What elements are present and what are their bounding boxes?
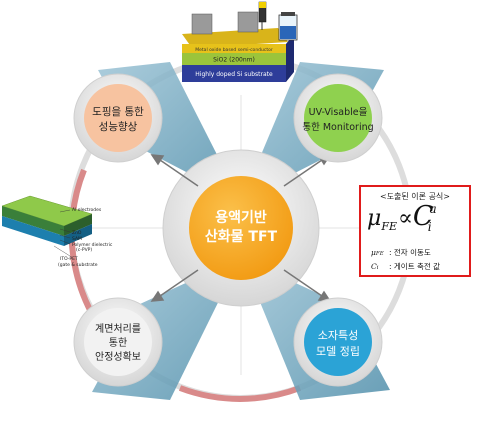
device-label-gate: (gate & substrate (58, 262, 98, 268)
formula-def-mu: μFE : 전자 이동도 (371, 247, 431, 258)
node-model: 소자특성 모델 정립 (293, 297, 383, 387)
center-label-line1: 용액기반 (215, 209, 267, 226)
def-c-text: : 게이트 축전 값 (389, 262, 441, 271)
formula-c: C (412, 201, 434, 232)
formula-c-sub: i (427, 220, 432, 234)
def-mu-symbol: μ (371, 248, 376, 257)
formula-c-sup: a (429, 202, 437, 216)
center-node (189, 176, 293, 280)
device-label-al: Al electrodes (72, 207, 102, 213)
node-doping: 도핑을 통한 성능향상 (73, 73, 163, 163)
node-interface-line2: 통한 (109, 337, 127, 349)
layer-stack-illustration: Metal oxide based semi-conductor SiO2 (2… (182, 1, 298, 82)
arrow-bl-head (150, 290, 165, 302)
device-label-ito: ITO-PET (60, 256, 78, 262)
node-doping-line1: 도핑을 통한 (92, 106, 144, 118)
node-doping-line2: 성능향상 (99, 121, 138, 133)
red-arc-bottom (178, 385, 302, 402)
node-interface: 계면처리를 통한 안정성확보 (73, 297, 163, 387)
node-interface-line1: 계면처리를 (95, 323, 141, 335)
arrow-br (283, 269, 323, 297)
formula-title: <도출된 이론 공식> (379, 192, 450, 201)
layer-2-label: SiO2 (200nm) (213, 57, 255, 64)
formula-mu-sub: FE (381, 220, 397, 233)
layer-3-label: Highly doped Si substrate (195, 71, 273, 78)
device-schematic: Al electrodes ZnO SAM Polymer dielectric… (1, 195, 113, 268)
device-label-sam: SAM (72, 236, 82, 242)
formula-box: <도출된 이론 공식> μFE∝Cai μFE: 전자 이동도 Ci: 게이트 … (359, 185, 471, 277)
layer-1-label: Metal oxide based semi-conductor (195, 47, 273, 53)
arrow-tl-head (150, 154, 165, 166)
arrow-bl (159, 269, 199, 297)
arrow-tl (159, 159, 199, 187)
formula-proportional: ∝ (397, 206, 413, 231)
formula-def-c: Ci : 게이트 축전 값 (371, 261, 440, 272)
arrow-tr (283, 159, 323, 187)
node-uv-line1: UV-Visable을 (309, 107, 368, 118)
node-uv-monitoring: UV-Visable을 통한 Monitoring (293, 73, 383, 163)
device-label-polymer: Polymer dielectric (72, 242, 113, 248)
node-model-line2: 모델 정립 (316, 345, 360, 358)
def-mu-text: : 전자 이동도 (389, 248, 431, 257)
formula-mu: μ (367, 206, 382, 231)
def-mu-sub: FE (375, 251, 384, 257)
device-label-cpvp: (c-PVP) (76, 247, 92, 253)
def-c-sub: i (376, 265, 379, 271)
node-interface-line3: 안정성확보 (95, 351, 141, 363)
node-model-line1: 소자특성 (318, 329, 358, 342)
device-label-zno: ZnO (72, 230, 82, 236)
formula-main: μFE∝Cai (367, 201, 437, 234)
def-c-symbol: C (371, 262, 377, 271)
node-uv-line2: 통한 Monitoring (302, 122, 373, 133)
center-label-line2: 산화물 TFT (205, 228, 278, 245)
vial-cap-icon (259, 2, 266, 8)
